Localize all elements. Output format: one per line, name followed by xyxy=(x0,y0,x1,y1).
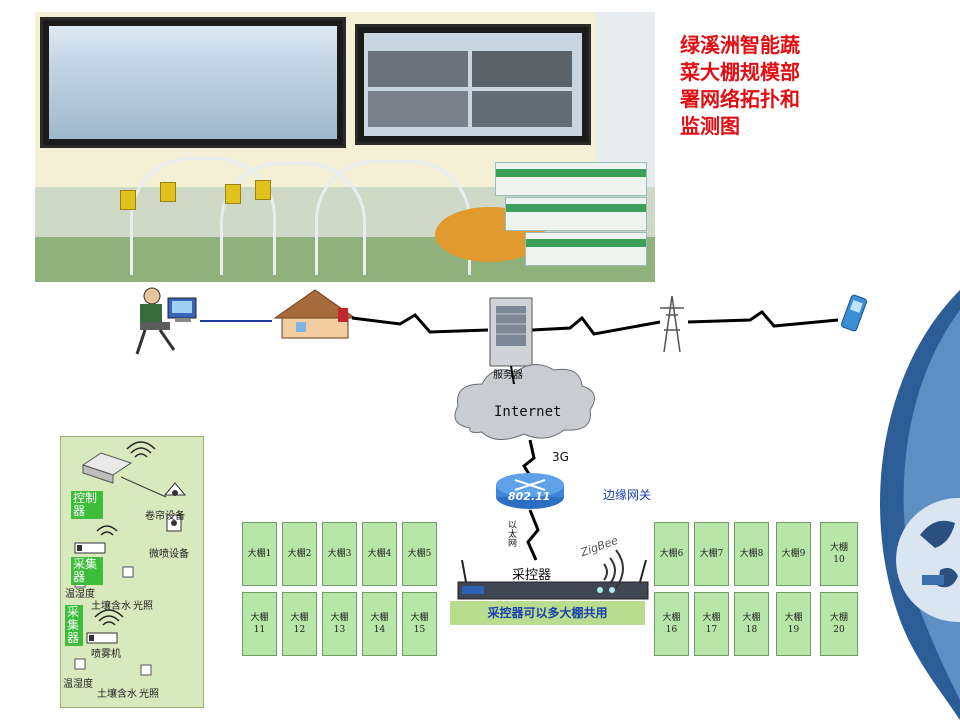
curtain-device-label: 卷帘设备 xyxy=(145,511,185,522)
title-line: 署网络拓扑和 xyxy=(680,87,800,111)
server-icon xyxy=(489,297,533,367)
router-label: 802.11 xyxy=(508,490,551,503)
soil-moisture-label-1: 土壤含水 xyxy=(91,601,131,612)
router-icon xyxy=(496,473,564,509)
temp-humidity-label-1: 温湿度 xyxy=(65,589,95,600)
greenhouse-cell: 大棚 16 xyxy=(654,592,689,656)
sprayer-machine-label: 喷雾机 xyxy=(91,649,121,660)
greenhouse-cell: 大棚8 xyxy=(734,522,769,586)
greenhouse-cell: 大棚 14 xyxy=(362,592,397,656)
greenhouse-cell: 大棚9 xyxy=(776,522,811,586)
sensor-icon xyxy=(74,658,86,670)
decorative-globe-swoosh xyxy=(880,290,960,720)
greenhouse-cell: 大棚4 xyxy=(362,522,397,586)
user-computer-icon xyxy=(135,287,197,355)
page-title: 绿溪洲智能蔬 菜大棚规模部 署网络拓扑和 监测图 xyxy=(680,32,850,140)
greenhouse-cell: 大棚 17 xyxy=(694,592,729,656)
wifi-signal-icon xyxy=(96,525,118,536)
wifi-signal-icon xyxy=(126,441,156,458)
server-label: 服务器 xyxy=(493,370,523,381)
greenhouse-cell: 大棚2 xyxy=(282,522,317,586)
curtain-device-icon xyxy=(163,482,187,496)
greenhouse-cell: 大棚 12 xyxy=(282,592,317,656)
greenhouse-cell: 大棚 13 xyxy=(322,592,357,656)
sensor-icon xyxy=(122,566,134,578)
collector-tag-1: 采集器 xyxy=(71,557,103,585)
greenhouse-cell: 大棚 18 xyxy=(734,592,769,656)
greenhouse-cell: 大棚1 xyxy=(242,522,277,586)
title-line: 绿溪洲智能蔬 xyxy=(680,33,800,57)
greenhouse-cell: 大棚 11 xyxy=(242,592,277,656)
monitor-left xyxy=(40,17,346,148)
title-line: 菜大棚规模部 xyxy=(680,60,800,84)
spray-device-icon xyxy=(166,514,182,532)
exhibition-photo xyxy=(35,12,655,282)
monitor-right xyxy=(355,24,591,145)
mobile-phone-icon xyxy=(841,294,867,332)
collector-1-icon xyxy=(74,542,106,554)
ethernet-label: 以太网 xyxy=(506,520,516,547)
wifi-signal-icon xyxy=(94,609,124,626)
greenhouse-cell: 大棚 19 xyxy=(776,592,811,656)
internet-label: Internet xyxy=(494,404,562,420)
temp-humidity-label-2: 温湿度 xyxy=(63,679,93,690)
greenhouse-cell: 大棚 10 xyxy=(820,522,858,586)
link-3g-label: 3G xyxy=(552,450,569,464)
title-line: 监测图 xyxy=(680,114,740,138)
controller-box-icon xyxy=(81,452,133,484)
greenhouse-cell: 大棚5 xyxy=(402,522,437,586)
sensor-icon xyxy=(140,664,152,676)
soil-moisture-label-2: 土壤含水 xyxy=(97,689,137,700)
controller-device-icon xyxy=(457,559,649,600)
spray-device-label: 微喷设备 xyxy=(149,549,189,560)
transmission-tower-icon xyxy=(660,295,684,353)
greenhouse-cell: 大棚3 xyxy=(322,522,357,586)
internet-cloud-icon xyxy=(454,364,595,440)
control-tag: 控制器 xyxy=(71,491,103,519)
light-label-2: 光照 xyxy=(139,689,159,700)
greenhouse-cell: 大棚6 xyxy=(654,522,689,586)
edge-gateway-label: 边缘网关 xyxy=(603,488,652,502)
collector-tag-2: 采集器 xyxy=(65,605,83,646)
greenhouse-cell: 大棚 15 xyxy=(402,592,437,656)
greenhouse-cell: 大棚 20 xyxy=(820,592,858,656)
shared-controller-banner: 采控器可以多大棚共用 xyxy=(450,601,645,625)
light-label-1: 光照 xyxy=(133,601,153,612)
controller-label: 采控器 xyxy=(512,568,552,583)
house-icon xyxy=(273,289,357,339)
greenhouse-cell: 大棚7 xyxy=(694,522,729,586)
wifi-signal-icon xyxy=(603,549,624,589)
sensor-panel: 控制器 采集器 采集器 卷帘设备 微喷设备 温湿度 光照 土壤含水 喷雾机 温湿… xyxy=(60,436,204,708)
collector-2-icon xyxy=(86,632,118,644)
